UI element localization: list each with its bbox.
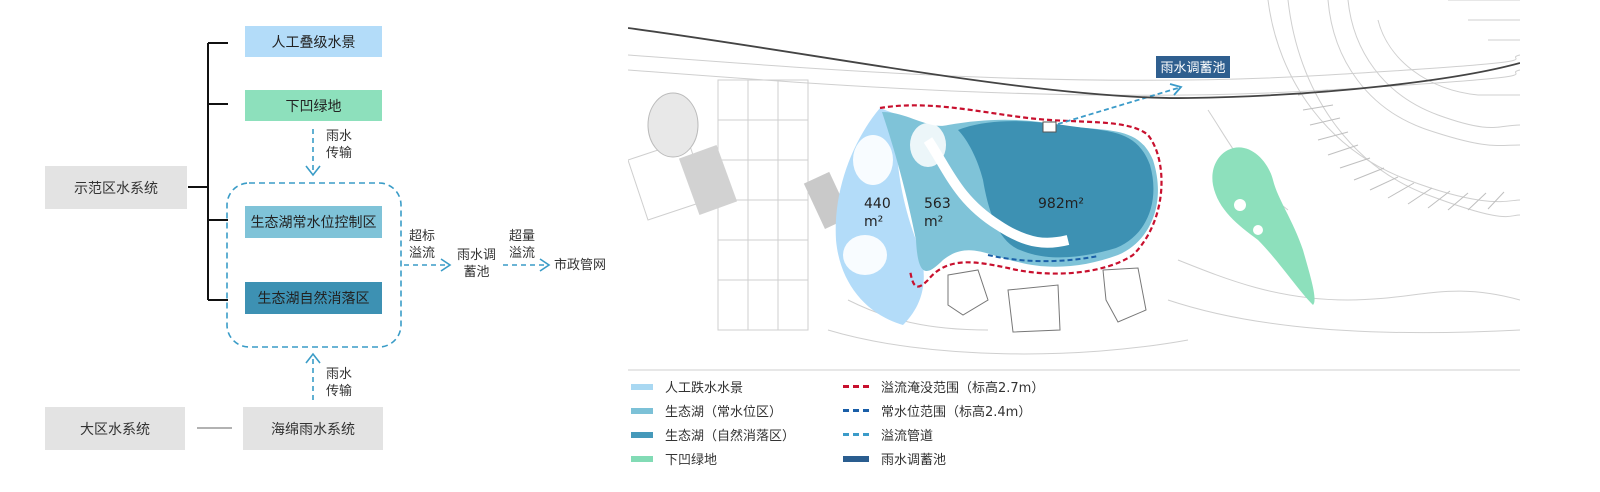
legend-normal-level: 常水位范围（标高2.4m） bbox=[843, 401, 1031, 420]
normal-water-line bbox=[987, 254, 1099, 263]
island-path bbox=[923, 137, 1070, 248]
area-label-563-unit: m² bbox=[924, 214, 943, 230]
flow-connectors bbox=[188, 42, 551, 429]
storage-pool-callout: 雨水调蓄池 bbox=[1160, 61, 1225, 76]
big-system-box: 大区水系统 bbox=[45, 407, 185, 450]
legend-lake-normal: 生态湖（常水位区） bbox=[631, 401, 782, 420]
lake-normal-box: 生态湖常水位控制区 bbox=[245, 206, 382, 238]
legend-lake-natural: 生态湖（自然消落区） bbox=[631, 425, 795, 444]
rain-transfer-bottom-label: 雨水传输 bbox=[326, 367, 353, 399]
buildings bbox=[947, 267, 1147, 333]
overflow-std-label: 超标溢流 bbox=[409, 229, 436, 261]
sunken-green-box: 下凹绿地 bbox=[245, 90, 382, 121]
overflow-excess-label: 超量溢流 bbox=[509, 229, 536, 261]
legend-overflow-pipe: 溢流管道 bbox=[843, 425, 933, 444]
area-label-440-unit: m² bbox=[864, 214, 883, 230]
island-3 bbox=[910, 123, 946, 167]
lake-natural-box: 生态湖自然消落区 bbox=[245, 282, 382, 314]
legend-storage-pool: 雨水调蓄池 bbox=[843, 449, 946, 468]
lake-natural-area bbox=[958, 121, 1154, 258]
root-system-box: 示范区水系统 bbox=[45, 166, 187, 209]
storage-pool-label: 雨水调蓄池 bbox=[457, 248, 497, 280]
storage-pool-marker bbox=[1042, 121, 1057, 133]
legend-cascade: 人工跌水水景 bbox=[631, 377, 743, 396]
overflow-boundary-line bbox=[879, 104, 1163, 288]
overflow-pipe-line bbox=[1057, 87, 1179, 125]
legend-sunken: 下凹绿地 bbox=[631, 449, 717, 468]
legend-overflow-range: 溢流淹没范围（标高2.7m） bbox=[843, 377, 1044, 396]
green-circle bbox=[1234, 199, 1246, 211]
rain-transfer-top-label: 雨水传输 bbox=[326, 129, 353, 161]
cascade-water-box: 人工叠级水景 bbox=[245, 26, 382, 57]
road-line bbox=[628, 27, 1520, 99]
island-1 bbox=[853, 135, 893, 185]
roof-structure bbox=[678, 144, 738, 216]
island-2 bbox=[843, 235, 887, 275]
municipal-network-label: 市政管网 bbox=[554, 258, 607, 273]
sunken-green-area bbox=[1212, 147, 1315, 305]
area-label-982: 982m² bbox=[1038, 196, 1084, 212]
area-label-440-value: 440 bbox=[864, 196, 891, 212]
plan-linework bbox=[628, 0, 1520, 355]
sponge-system-box: 海绵雨水系统 bbox=[243, 407, 383, 450]
storage-pool-callout-bg bbox=[1156, 56, 1230, 78]
site-plan-map: 雨水调蓄池 440 m² 563 m² 982m² bbox=[628, 0, 1520, 372]
hatched-plaza bbox=[647, 92, 699, 158]
area-label-563-value: 563 bbox=[924, 196, 951, 212]
